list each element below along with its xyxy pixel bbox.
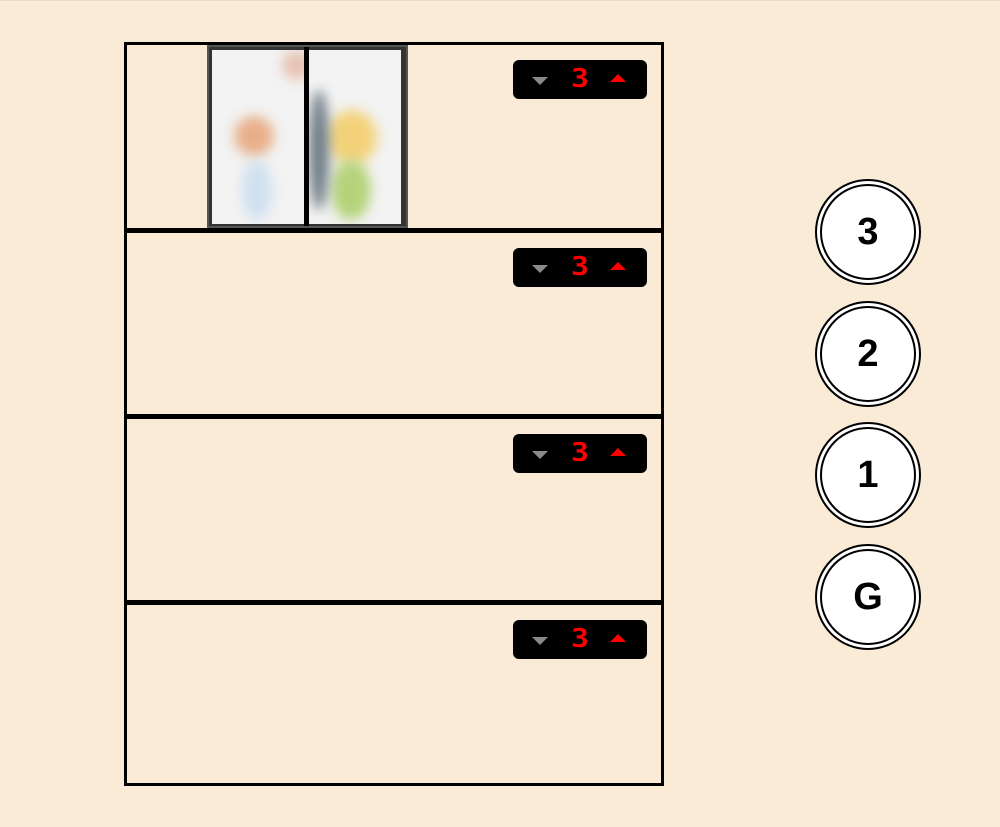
floor-display: 3 [570, 64, 590, 94]
triangle-up-icon [610, 634, 626, 642]
top-border [0, 0, 1000, 1]
passenger-head-icon [282, 50, 304, 80]
triangle-up-icon [610, 74, 626, 82]
passenger-figure-icon [234, 116, 274, 156]
elevator-car [207, 45, 408, 228]
floor-1: 3 [127, 419, 661, 600]
triangle-down-icon [532, 451, 548, 459]
passenger-figure-icon [327, 110, 377, 165]
triangle-up-icon [610, 262, 626, 270]
triangle-down-icon [532, 77, 548, 85]
floor-display: 3 [570, 624, 590, 654]
elevator-shaft: 3 3 3 3 [124, 42, 664, 786]
floor-divider [127, 600, 661, 605]
call-button-floor-1[interactable]: 1 [815, 422, 921, 528]
floor-divider [127, 228, 661, 233]
floor-indicator: 3 [513, 620, 647, 659]
floor-2: 3 [127, 233, 661, 414]
floor-3: 3 [127, 45, 661, 228]
call-button-floor-g[interactable]: G [815, 544, 921, 650]
floor-display: 3 [570, 252, 590, 282]
call-button-label: 2 [857, 332, 879, 375]
triangle-down-icon [532, 637, 548, 645]
passenger-body-icon [242, 160, 272, 220]
call-button-label: G [853, 575, 883, 618]
call-button-label: 3 [857, 210, 879, 253]
floor-indicator: 3 [513, 60, 647, 99]
call-button-ring: 1 [820, 427, 916, 523]
triangle-up-icon [610, 448, 626, 456]
car-door-left [212, 50, 304, 224]
floor-divider [127, 414, 661, 419]
car-door-gap [304, 47, 309, 226]
floor-indicator: 3 [513, 434, 647, 473]
floor-g: 3 [127, 605, 661, 783]
call-button-floor-2[interactable]: 2 [815, 301, 921, 407]
floor-indicator: 3 [513, 248, 647, 287]
triangle-down-icon [532, 265, 548, 273]
call-button-ring: G [820, 549, 916, 645]
call-button-floor-3[interactable]: 3 [815, 179, 921, 285]
passenger-arm-icon [309, 90, 329, 210]
floor-display: 3 [570, 438, 590, 468]
passenger-body-icon [331, 160, 371, 220]
call-button-ring: 3 [820, 184, 916, 280]
call-button-label: 1 [857, 453, 879, 496]
car-door-right [309, 50, 401, 224]
call-button-ring: 2 [820, 306, 916, 402]
